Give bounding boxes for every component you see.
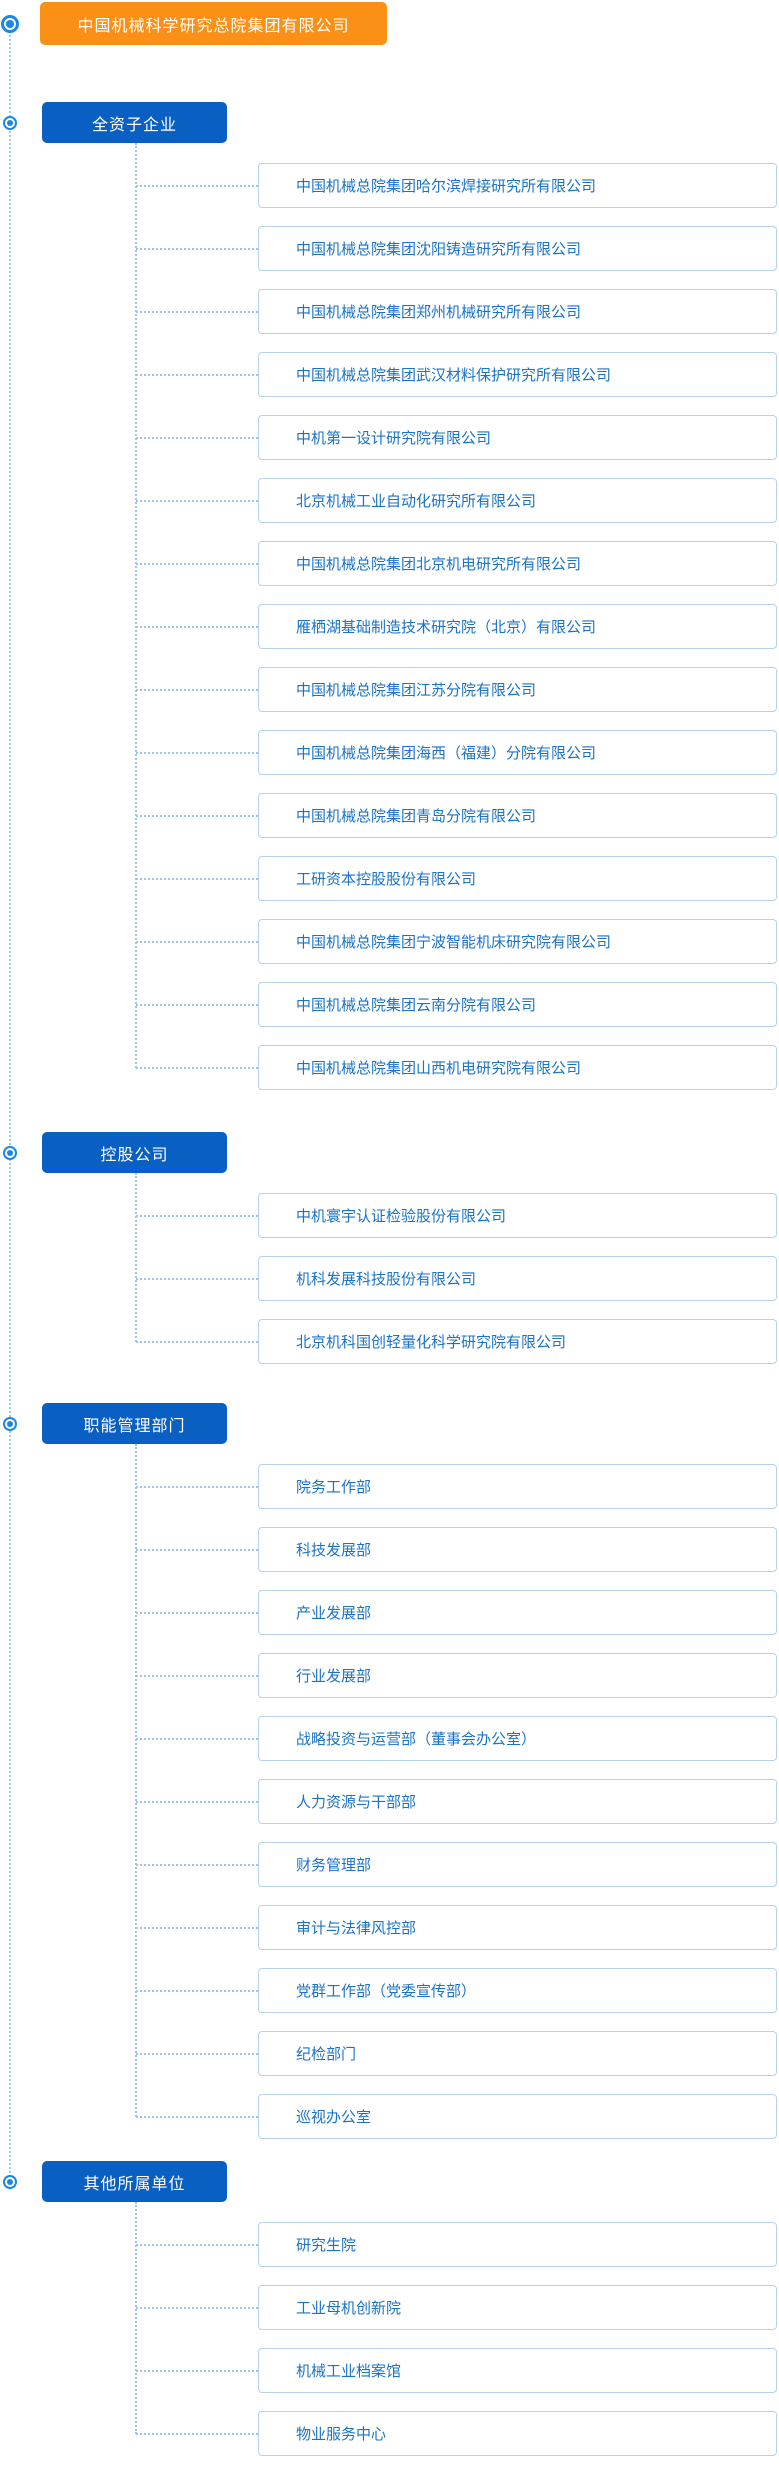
org-item-node[interactable]: 中机寰宇认证检验股份有限公司 xyxy=(136,1193,777,1238)
org-item-node[interactable]: 科技发展部 xyxy=(136,1527,777,1572)
org-item-label: 中机第一设计研究院有限公司 xyxy=(296,430,492,447)
org-item-node[interactable]: 中国机械总院集团郑州机械研究所有限公司 xyxy=(136,289,777,334)
org-item-node[interactable]: 工研资本控股股份有限公司 xyxy=(136,856,777,901)
category-row: 其他所属单位 xyxy=(0,2161,779,2202)
item-list: 院务工作部 科技发展部 产业发展部 行业发展部 战略投资与运营部（董事会办公室）… xyxy=(135,1444,777,2139)
org-item-node[interactable]: 人力资源与干部部 xyxy=(136,1779,777,1824)
org-item-label: 中国机械总院集团青岛分院有限公司 xyxy=(296,808,537,825)
org-item-node[interactable]: 中国机械总院集团沈阳铸造研究所有限公司 xyxy=(136,226,777,271)
category-row: 职能管理部门 xyxy=(0,1403,779,1444)
org-item-node[interactable]: 中国机械总院集团云南分院有限公司 xyxy=(136,982,777,1027)
org-item-label: 中国机械总院集团武汉材料保护研究所有限公司 xyxy=(296,367,612,384)
org-item-label: 机科发展科技股份有限公司 xyxy=(296,1271,477,1288)
category-node-0[interactable]: 全资子企业 xyxy=(42,102,227,143)
org-item-node[interactable]: 行业发展部 xyxy=(136,1653,777,1698)
org-section: 全资子企业 中国机械总院集团哈尔滨焊接研究所有限公司 中国机械总院集团沈阳铸造研… xyxy=(0,102,779,1090)
org-item-node[interactable]: 院务工作部 xyxy=(136,1464,777,1509)
org-item-node[interactable]: 中国机械总院集团宁波智能机床研究院有限公司 xyxy=(136,919,777,964)
org-item-node[interactable]: 中国机械总院集团哈尔滨焊接研究所有限公司 xyxy=(136,163,777,208)
radio-button-icon[interactable] xyxy=(1,14,19,33)
radio-button-icon[interactable] xyxy=(3,115,17,130)
org-item-node[interactable]: 审计与法律风控部 xyxy=(136,1905,777,1950)
org-item-node[interactable]: 中国机械总院集团北京机电研究所有限公司 xyxy=(136,541,777,586)
org-item-node[interactable]: 研究生院 xyxy=(136,2222,777,2267)
org-item-label: 巡视办公室 xyxy=(296,2109,372,2126)
org-item-node[interactable]: 中机第一设计研究院有限公司 xyxy=(136,415,777,460)
org-item-node[interactable]: 机械工业档案馆 xyxy=(136,2348,777,2393)
org-item-node[interactable]: 北京机械工业自动化研究所有限公司 xyxy=(136,478,777,523)
org-item-label: 审计与法律风控部 xyxy=(296,1920,417,1937)
org-item-label: 中国机械总院集团北京机电研究所有限公司 xyxy=(296,556,582,573)
radio-dot-icon xyxy=(7,1149,13,1156)
org-item-label: 物业服务中心 xyxy=(296,2426,387,2443)
org-item-label: 中国机械总院集团哈尔滨焊接研究所有限公司 xyxy=(296,178,597,195)
org-item-label: 研究生院 xyxy=(296,2237,357,2254)
org-item-node[interactable]: 北京机科国创轻量化科学研究院有限公司 xyxy=(136,1319,777,1364)
item-list: 中国机械总院集团哈尔滨焊接研究所有限公司 中国机械总院集团沈阳铸造研究所有限公司… xyxy=(135,143,777,1090)
tree-left-rail xyxy=(9,28,11,2180)
org-item-label: 雁栖湖基础制造技术研究院（北京）有限公司 xyxy=(296,619,597,636)
root-org-node[interactable]: 中国机械科学研究总院集团有限公司 xyxy=(40,2,387,45)
org-item-label: 战略投资与运营部（董事会办公室） xyxy=(296,1731,537,1748)
org-item-label: 中国机械总院集团海西（福建）分院有限公司 xyxy=(296,745,597,762)
org-item-node[interactable]: 巡视办公室 xyxy=(136,2094,777,2139)
org-item-node[interactable]: 纪检部门 xyxy=(136,2031,777,2076)
org-item-node[interactable]: 党群工作部（党委宣传部） xyxy=(136,1968,777,2013)
category-node-2[interactable]: 职能管理部门 xyxy=(42,1403,227,1444)
org-item-label: 中国机械总院集团郑州机械研究所有限公司 xyxy=(296,304,582,321)
org-item-label: 中国机械总院集团沈阳铸造研究所有限公司 xyxy=(296,241,582,258)
org-item-node[interactable]: 中国机械总院集团江苏分院有限公司 xyxy=(136,667,777,712)
radio-dot-icon xyxy=(6,19,14,28)
radio-dot-icon xyxy=(7,1420,13,1427)
category-row: 控股公司 xyxy=(0,1132,779,1173)
org-item-node[interactable]: 雁栖湖基础制造技术研究院（北京）有限公司 xyxy=(136,604,777,649)
org-item-label: 中国机械总院集团宁波智能机床研究院有限公司 xyxy=(296,934,612,951)
org-item-node[interactable]: 战略投资与运营部（董事会办公室） xyxy=(136,1716,777,1761)
org-item-label: 人力资源与干部部 xyxy=(296,1794,417,1811)
org-item-node[interactable]: 机科发展科技股份有限公司 xyxy=(136,1256,777,1301)
radio-button-icon[interactable] xyxy=(3,1145,17,1160)
org-item-node[interactable]: 财务管理部 xyxy=(136,1842,777,1887)
item-list: 研究生院 工业母机创新院 机械工业档案馆 物业服务中心 xyxy=(135,2202,777,2456)
org-item-label: 财务管理部 xyxy=(296,1857,372,1874)
org-item-label: 中机寰宇认证检验股份有限公司 xyxy=(296,1208,507,1225)
org-item-node[interactable]: 产业发展部 xyxy=(136,1590,777,1635)
org-item-label: 院务工作部 xyxy=(296,1479,372,1496)
org-item-label: 纪检部门 xyxy=(296,2046,357,2063)
org-item-label: 科技发展部 xyxy=(296,1542,372,1559)
item-list: 中机寰宇认证检验股份有限公司 机科发展科技股份有限公司 北京机科国创轻量化科学研… xyxy=(135,1173,777,1364)
org-item-label: 北京机科国创轻量化科学研究院有限公司 xyxy=(296,1334,567,1351)
radio-button-icon[interactable] xyxy=(3,2174,17,2189)
org-item-label: 中国机械总院集团云南分院有限公司 xyxy=(296,997,537,1014)
org-item-label: 行业发展部 xyxy=(296,1668,372,1685)
org-item-label: 机械工业档案馆 xyxy=(296,2363,402,2380)
org-item-label: 产业发展部 xyxy=(296,1605,372,1622)
org-item-node[interactable]: 中国机械总院集团海西（福建）分院有限公司 xyxy=(136,730,777,775)
category-node-3[interactable]: 其他所属单位 xyxy=(42,2161,227,2202)
org-item-label: 工业母机创新院 xyxy=(296,2300,402,2317)
category-node-1[interactable]: 控股公司 xyxy=(42,1132,227,1173)
org-item-label: 中国机械总院集团江苏分院有限公司 xyxy=(296,682,537,699)
org-section: 职能管理部门 院务工作部 科技发展部 产业发展部 行业发展部 战略投资与运营部（… xyxy=(0,1403,779,2139)
org-item-node[interactable]: 中国机械总院集团武汉材料保护研究所有限公司 xyxy=(136,352,777,397)
org-item-node[interactable]: 物业服务中心 xyxy=(136,2411,777,2456)
sections-container: 全资子企业 中国机械总院集团哈尔滨焊接研究所有限公司 中国机械总院集团沈阳铸造研… xyxy=(0,102,779,2456)
org-item-label: 工研资本控股股份有限公司 xyxy=(296,871,477,888)
radio-button-icon[interactable] xyxy=(3,1416,17,1431)
org-item-node[interactable]: 工业母机创新院 xyxy=(136,2285,777,2330)
org-item-label: 北京机械工业自动化研究所有限公司 xyxy=(296,493,537,510)
org-item-node[interactable]: 中国机械总院集团山西机电研究院有限公司 xyxy=(136,1045,777,1090)
org-item-node[interactable]: 中国机械总院集团青岛分院有限公司 xyxy=(136,793,777,838)
org-item-label: 党群工作部（党委宣传部） xyxy=(296,1983,477,2000)
org-section: 控股公司 中机寰宇认证检验股份有限公司 机科发展科技股份有限公司 北京机科国创轻… xyxy=(0,1132,779,1364)
radio-dot-icon xyxy=(7,2178,13,2185)
radio-dot-icon xyxy=(7,119,13,126)
org-section: 其他所属单位 研究生院 工业母机创新院 机械工业档案馆 物业服务中心 xyxy=(0,2161,779,2456)
org-item-label: 中国机械总院集团山西机电研究院有限公司 xyxy=(296,1060,582,1077)
category-row: 全资子企业 xyxy=(0,102,779,143)
root-row: 中国机械科学研究总院集团有限公司 xyxy=(0,0,779,45)
